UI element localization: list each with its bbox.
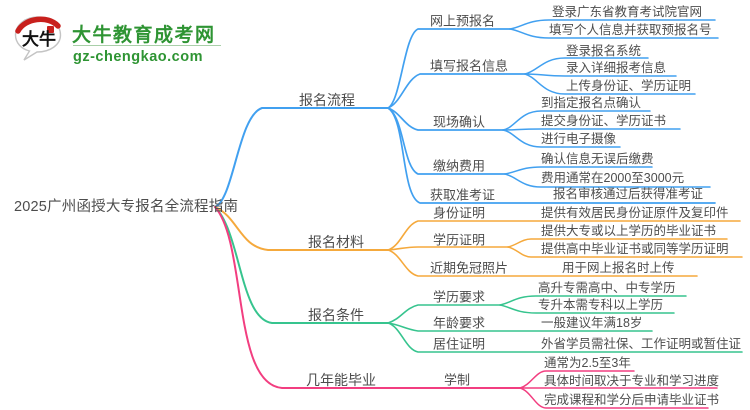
mindmap-node: 缴纳费用 [433,158,486,174]
mindmap-node: 确认信息无误后缴费 [541,151,654,166]
mindmap-node: 登录报名系统 [566,43,642,58]
logo-divider [73,45,221,46]
mindmap-node: 提交身份证、学历证书 [541,113,667,128]
mindmap-node: 完成课程和学分后申请毕业证书 [544,392,720,407]
site-logo: 大牛 大牛教育成考网 gz-chengkao.com [10,12,240,70]
mindmap-node: 用于网上报名时上传 [562,260,675,275]
branch-conditions-label: 报名条件 [308,307,364,323]
mindmap-node: 现场确认 [433,114,486,130]
mindmap-node: 进行电子摄像 [541,131,617,146]
mindmap-node: 具体时间取决于专业和学习进度 [544,373,720,388]
mindmap-node: 外省学员需社保、工作证明或暂住证 [541,336,742,351]
mindmap-node: 填写个人信息并获取预报名号 [549,22,712,37]
branch-process-label: 报名流程 [299,92,355,108]
red-seal [47,26,54,33]
mindmap-node: 获取准考证 [430,187,496,203]
mindmap-node: 报名审核通过后获得准考证 [553,186,704,201]
mindmap-node: 提供高中毕业证书或同等学历证明 [541,241,729,256]
mindmap-node: 身份证明 [433,205,486,221]
branch-conditions-lines [214,206,743,353]
mindmap-node: 填写报名信息 [430,58,509,74]
branch-materials-label: 报名材料 [308,234,364,250]
mindmap-node: 年龄要求 [433,315,486,331]
root-topic: 2025广州函授大专报名全流程指南 [14,198,239,215]
mindmap-node: 一般建议年满18岁 [541,315,643,330]
mindmap-node: 近期免冠照片 [430,260,509,276]
mindmap-node: 学历要求 [433,289,486,305]
branch-process-lines [214,19,719,208]
site-domain: gz-chengkao.com [73,49,203,65]
mindmap-node: 登录广东省教育考试院官网 [552,4,703,19]
mindmap-node: 专升本需专科以上学历 [538,297,664,312]
mindmap-node: 提供大专或以上学历的毕业证书 [541,223,717,238]
site-name: 大牛教育成考网 [72,25,216,46]
branch-graduation-lines [214,206,718,409]
red-hat-arc [15,16,61,34]
mindmap-node: 学历证明 [433,232,486,248]
mindmap-node: 费用通常在2000至3000元 [541,170,685,185]
logo-text: 大牛 [22,29,56,49]
mindmap-node: 上传身份证、学历证明 [566,78,692,93]
mindmap-node: 居住证明 [433,336,486,352]
branch-materials-lines [214,206,743,277]
branch-graduation-label: 几年能毕业 [306,372,376,388]
mindmap-node: 到指定报名点确认 [541,95,642,110]
mindmap-node: 提供有效居民身份证原件及复印件 [541,205,729,220]
ox-speech-bubble-icon: 大牛 [14,16,62,61]
mindmap-node: 录入详细报考信息 [566,60,667,75]
mindmap-node: 通常为2.5至3年 [544,355,631,370]
mindmap-node: 学制 [444,372,471,388]
mindmap-node: 高升专需高中、中专学历 [538,280,676,295]
mindmap-node: 网上预报名 [430,13,496,29]
